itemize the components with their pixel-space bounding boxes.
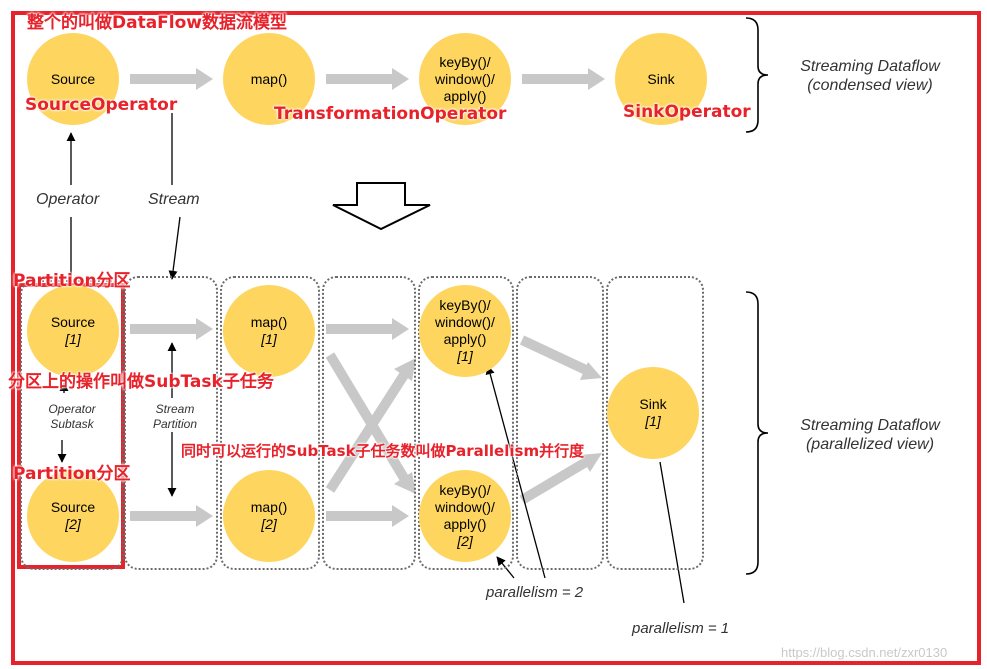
node-keyby-line-2: window()/ (435, 70, 495, 87)
parallel-view-label: Streaming Dataflow (parallelized view) (784, 416, 956, 454)
stream-partition-line-1: Stream (155, 402, 195, 416)
stream-partition-line-2: Partition (152, 417, 198, 431)
lane-keyby-sink (516, 276, 604, 570)
operator-subtask-line-2: Subtask (50, 417, 94, 431)
annotation-partition-top: Partition分区 (13, 271, 131, 291)
annotation-partition-bottom: Partition分区 (13, 464, 131, 484)
node-sink-1-name: Sink (639, 396, 667, 412)
node-sink-1: Sink [1] (607, 367, 699, 459)
node-sink-label: Sink (647, 70, 675, 87)
node-source-1: Source [1] (27, 285, 119, 377)
node-map-label: map() (250, 70, 288, 87)
flow-arrow-source-map (130, 68, 213, 90)
node-keyby-2-line-3: apply() (443, 516, 487, 532)
node-source-2-name: Source (50, 499, 96, 515)
flow-arrow-map1-keyby2 (325, 352, 416, 494)
parallel-view-line-2: (parallelized view) (805, 436, 935, 453)
parallelism-1-label: parallelism = 1 (632, 620, 730, 637)
annotation-parallelism: 同时可以运行的SubTask子任务数叫做Parallelism并行度 (181, 442, 585, 460)
condensed-view-line-2: (condensed view) (807, 77, 933, 94)
condensed-view-label: Streaming Dataflow (condensed view) (784, 57, 956, 95)
stream-pointer-down (168, 216, 181, 280)
parallel-view-bracket (745, 291, 769, 575)
node-keyby-2-index: [2] (457, 533, 473, 549)
node-keyby-2: keyBy()/ window()/ apply() [2] (419, 470, 511, 562)
operator-subtask-line-1: Operator (48, 402, 96, 416)
node-keyby-line-3: apply() (443, 87, 487, 104)
operator-label: Operator (36, 191, 100, 208)
annotation-transformation-operator: TransformationOperator (274, 104, 507, 124)
node-keyby-2-line-2: window()/ (435, 499, 495, 515)
node-map-2-name: map() (250, 499, 288, 515)
node-source-label: Source (50, 70, 96, 87)
node-keyby-line-1: keyBy()/ (439, 53, 491, 70)
flow-arrow-source1-map1 (130, 318, 213, 340)
condensed-view-line-1: Streaming Dataflow (800, 58, 940, 75)
flow-arrow-keyby-sink (522, 68, 605, 90)
flow-arrow-map2-keyby2 (326, 505, 409, 527)
flow-arrow-keyby2-sink1 (519, 453, 602, 505)
node-source-2: Source [2] (27, 470, 119, 562)
node-source-2-index: [2] (65, 516, 81, 532)
node-source-1-name: Source (50, 314, 96, 330)
condensed-view-bracket (745, 17, 769, 133)
node-map-1-name: map() (250, 314, 288, 330)
lane-map (220, 276, 320, 570)
node-keyby: keyBy()/ window()/ apply() (419, 33, 511, 125)
lane-shuffle (322, 276, 416, 570)
parallelism-2-label: parallelism = 2 (486, 584, 584, 601)
flow-arrow-map2-keyby1 (325, 358, 416, 493)
node-keyby-1-index: [1] (457, 348, 473, 364)
watermark-text: https://blog.csdn.net/zxr0130 (781, 645, 948, 660)
lane-keyby (418, 276, 514, 570)
node-map-1: map() [1] (223, 285, 315, 377)
node-sink-1-index: [1] (645, 413, 661, 429)
node-source: Source (27, 33, 119, 125)
node-keyby-2-line-1: keyBy()/ (439, 482, 491, 498)
node-map: map() (223, 33, 315, 125)
node-map-2: map() [2] (223, 470, 315, 562)
operator-subtask-label: Operator Subtask (36, 402, 108, 432)
node-keyby-1-line-2: window()/ (435, 314, 495, 330)
flow-arrow-map-keyby (326, 68, 409, 90)
node-keyby-1: keyBy()/ window()/ apply() [1] (419, 285, 511, 377)
lane-stream-partition (124, 276, 218, 570)
node-keyby-1-line-3: apply() (443, 331, 487, 347)
parallel-view-line-1: Streaming Dataflow (800, 417, 940, 434)
stream-label: Stream (148, 191, 200, 208)
node-keyby-1-line-1: keyBy()/ (439, 297, 491, 313)
flow-arrow-keyby1-sink1 (519, 335, 602, 380)
node-map-1-index: [1] (261, 331, 277, 347)
annotation-sink-operator: SinkOperator (623, 102, 751, 122)
node-map-2-index: [2] (261, 516, 277, 532)
annotation-subtask: 分区上的操作叫做SubTask子任务 (8, 372, 274, 392)
expand-arrow (332, 182, 431, 231)
dataflow-model-frame (11, 11, 981, 665)
node-source-1-index: [1] (65, 331, 81, 347)
node-sink: Sink (615, 33, 707, 125)
annotation-source-operator: SourceOperator (25, 95, 178, 115)
parallelism1-pointer (659, 461, 685, 604)
annotation-dataflow-model: 整个的叫做DataFlow数据流模型 (27, 13, 288, 33)
flow-arrow-source2-map2 (130, 505, 213, 527)
stream-partition-label: Stream Partition (139, 402, 211, 432)
lane-sink (606, 276, 704, 570)
flow-arrow-map1-keyby1 (326, 318, 409, 340)
lane-source (20, 280, 124, 570)
